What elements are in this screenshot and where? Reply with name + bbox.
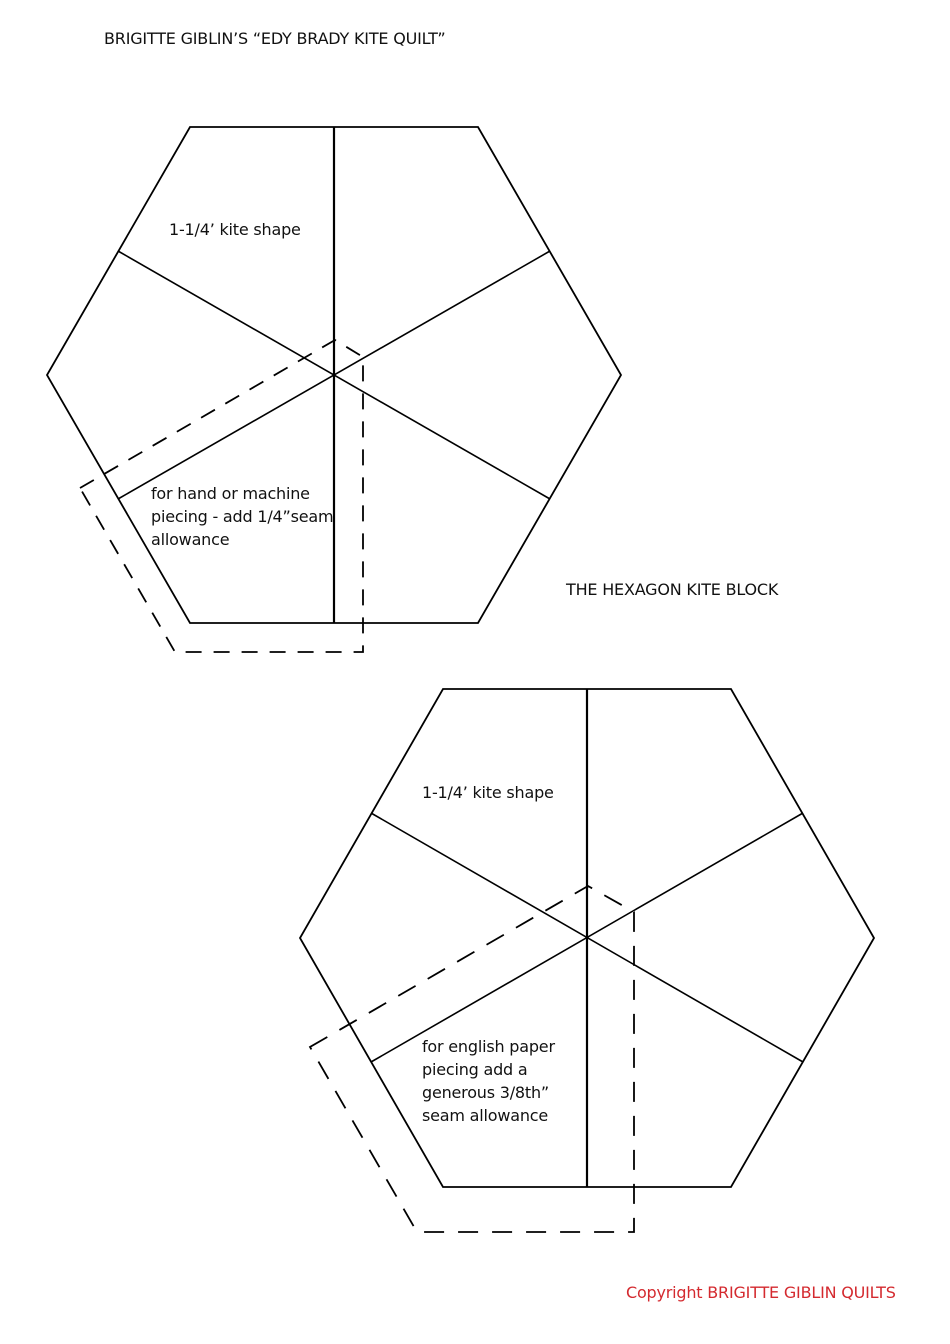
- note-line: for hand or machine: [151, 484, 310, 503]
- hexagon-2-kite-label: 1-1/4’ kite shape: [422, 783, 554, 802]
- hexagon-2-outline: [298, 688, 876, 1188]
- note-line: generous 3/8th”: [422, 1083, 550, 1102]
- hexagon-1-kite-label: 1-1/4’ kite shape: [169, 220, 301, 239]
- note-line: piecing add a: [422, 1060, 528, 1079]
- block-label: THE HEXAGON KITE BLOCK: [566, 580, 779, 599]
- hexagon-1-seam-allowance-outline: [78, 338, 364, 653]
- note-line: allowance: [151, 530, 230, 549]
- hexagon-1-seam-note: for hand or machine piecing - add 1/4”se…: [151, 482, 334, 551]
- hexagon-1: [45, 126, 623, 653]
- hexagon-1-outline: [45, 126, 623, 624]
- hexagon-2-spoke-b: [370, 812, 804, 1063]
- hexagon-1-spoke-b: [117, 250, 551, 500]
- note-line: seam allowance: [422, 1106, 549, 1125]
- hexagon-2: [298, 688, 876, 1233]
- copyright-notice: Copyright BRIGITTE GIBLIN QUILTS: [626, 1283, 896, 1302]
- note-line: piecing - add 1/4”seam: [151, 507, 334, 526]
- page-title: BRIGITTE GIBLIN’S “EDY BRADY KITE QUILT”: [104, 29, 446, 48]
- hexagon-2-seam-note: for english paper piecing add a generous…: [422, 1035, 555, 1127]
- note-line: for english paper: [422, 1037, 555, 1056]
